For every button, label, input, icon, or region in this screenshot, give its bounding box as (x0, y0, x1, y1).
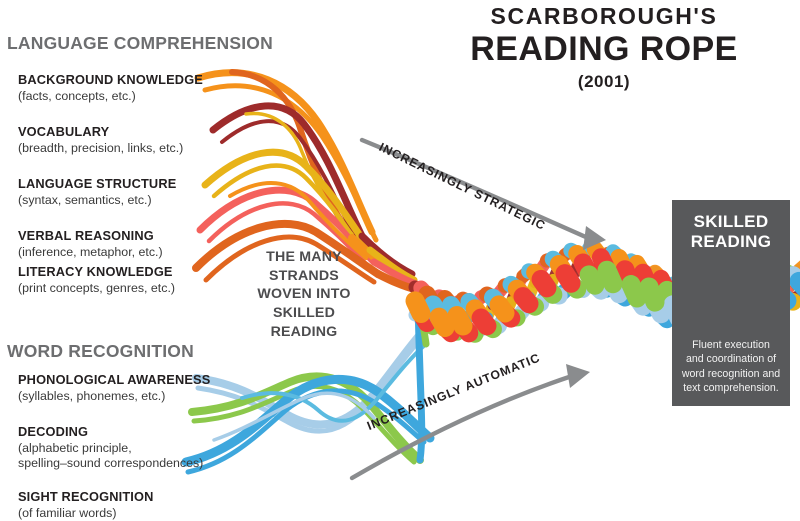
arrow-increasingly-automatic (349, 364, 590, 481)
strand-entry: VERBAL REASONING(inference, metaphor, et… (18, 228, 163, 260)
warm-strands (192, 69, 382, 285)
strand-entry-title: LANGUAGE STRUCTURE (18, 176, 177, 191)
strand-entry: PHONOLOGICAL AWARENESS(syllables, phonem… (18, 372, 210, 404)
strand-entry-title: PHONOLOGICAL AWARENESS (18, 372, 211, 387)
strand-entry-title: DECODING (18, 424, 89, 439)
strand-entry-subtitle: (alphabetic principle,spelling–sound cor… (18, 440, 204, 471)
strand-entry: VOCABULARY(breadth, precision, links, et… (18, 124, 183, 156)
title-block: SCARBOROUGH'S READING ROPE (2001) (420, 4, 788, 92)
strand-entry-title: SIGHT RECOGNITION (18, 489, 154, 504)
strand-entry-title: VOCABULARY (18, 124, 110, 139)
strand-entry-title: VERBAL REASONING (18, 228, 154, 243)
strand-entry: DECODING(alphabetic principle,spelling–s… (18, 424, 203, 472)
cool-strands (181, 326, 435, 475)
strand-entry-subtitle: (print concepts, genres, etc.) (18, 280, 176, 295)
strand-entry-subtitle: (facts, concepts, etc.) (18, 88, 136, 103)
strand-entry-subtitle: (breadth, precision, links, etc.) (18, 140, 184, 155)
strand-entry-title: BACKGROUND KNOWLEDGE (18, 72, 203, 87)
section-heading-language-comprehension: LANGUAGE COMPREHENSION (7, 33, 273, 53)
arrow-increasingly-strategic (359, 137, 606, 250)
title-superline: SCARBOROUGH'S (490, 3, 718, 29)
strand-entry: LANGUAGE STRUCTURE(syntax, semantics, et… (18, 176, 176, 208)
page-title: READING ROPE (470, 30, 738, 69)
strand-entry-subtitle: (syllables, phonemes, etc.) (18, 388, 166, 403)
strand-entry: LITERACY KNOWLEDGE(print concepts, genre… (18, 264, 175, 296)
strand-entry-subtitle: (inference, metaphor, etc.) (18, 244, 163, 259)
section-heading-word-recognition: WORD RECOGNITION (7, 341, 194, 361)
strand-entry: SIGHT RECOGNITION(of familiar words) (18, 489, 154, 521)
title-year: (2001) (577, 72, 631, 92)
strand-entry-title: LITERACY KNOWLEDGE (18, 264, 173, 279)
strand-entry-subtitle: (of familiar words) (18, 505, 117, 520)
strand-entry: BACKGROUND KNOWLEDGE(facts, concepts, et… (18, 72, 203, 104)
strand-entry-subtitle: (syntax, semantics, etc.) (18, 192, 152, 207)
